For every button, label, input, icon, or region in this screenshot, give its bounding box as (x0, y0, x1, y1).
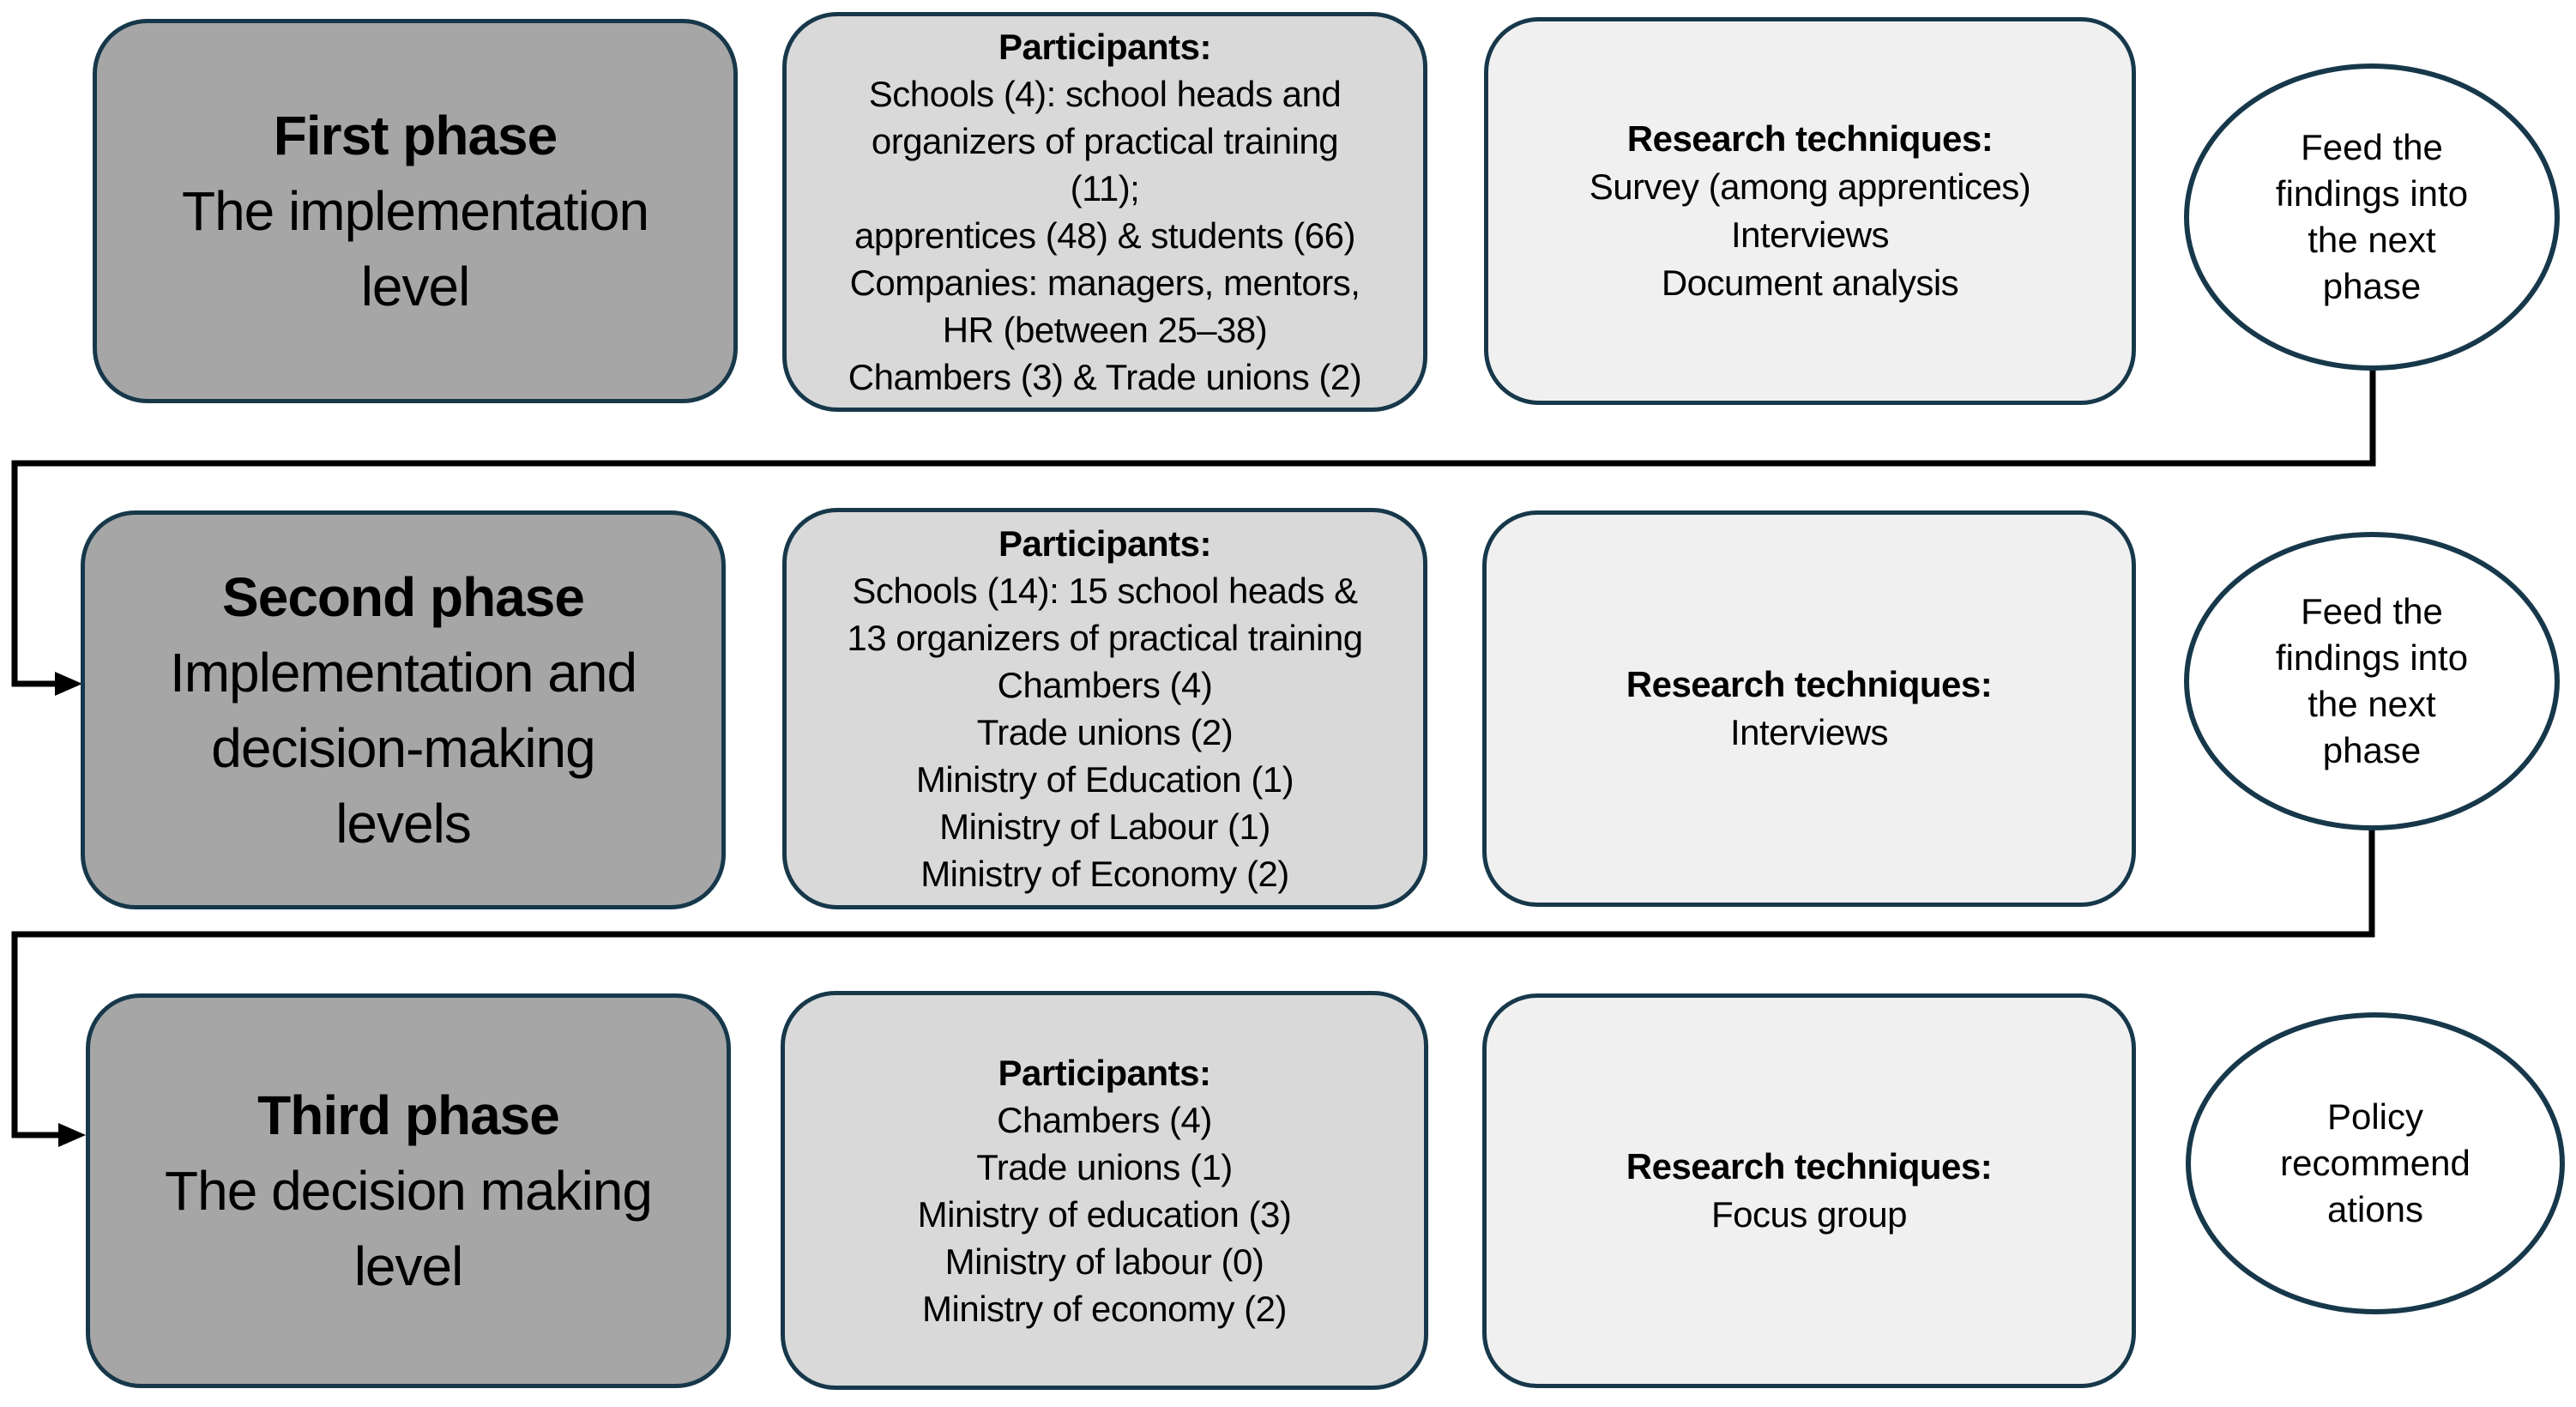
text-line: findings into (2275, 173, 2469, 214)
text-line: (11); (1070, 168, 1140, 208)
text-line: levels (335, 792, 472, 854)
text-line: Survey (among apprentices) (1589, 166, 2031, 207)
arrowhead-into-phase2 (55, 672, 82, 696)
outcome-text: Policy recommend ations (2280, 1094, 2470, 1233)
text-line: Trade unions (1) (976, 1146, 1233, 1187)
text-line: Ministry of Labour (1) (939, 806, 1270, 847)
text-line: Policy (2326, 1096, 2424, 1137)
research-heading: Research techniques: (1626, 664, 1993, 704)
connector-phase1-to-phase2 (11, 369, 2376, 687)
phase-subtitle: The decision making level (165, 1153, 653, 1304)
text-line: ations (2326, 1189, 2424, 1229)
research-list: Focus group (1711, 1191, 1907, 1239)
text-line: Feed the (2301, 591, 2443, 631)
text-line: Feed the (2301, 127, 2443, 167)
phase-subtitle: Implementation and decision-making levels (169, 635, 637, 861)
outcome-text: Feed the findings into the next phase (2276, 124, 2468, 310)
participants-box-first: Participants: Schools (4): school heads … (782, 12, 1427, 412)
outcome-text: Feed the findings into the next phase (2276, 589, 2468, 774)
text-line: Ministry of Economy (2) (920, 854, 1289, 894)
outcome-ellipse-first: Feed the findings into the next phase (2184, 63, 2560, 371)
connector-phase2-to-phase3 (11, 829, 2375, 1138)
text-line: Interviews (1729, 712, 1889, 752)
phase-title: Third phase (257, 1084, 560, 1146)
phase-subtitle: The implementation level (182, 173, 649, 324)
phase-box-first: First phase The implementation level (93, 19, 738, 403)
research-heading: Research techniques: (1626, 118, 1994, 159)
text-line: Chambers (4) (997, 1099, 1212, 1140)
participants-heading: Participants: (998, 523, 1211, 564)
text-line: organizers of practical training (871, 121, 1339, 161)
phase-title: First phase (273, 105, 558, 166)
text-line: apprentices (48) & students (66) (854, 215, 1355, 256)
text-line: Trade unions (2) (976, 712, 1234, 752)
participants-list: Schools (4): school heads and organizers … (848, 70, 1362, 401)
text-line: Focus group (1711, 1194, 1907, 1235)
text-line: Ministry of education (3) (917, 1193, 1292, 1235)
text-line: Ministry of Education (1) (915, 759, 1294, 800)
research-heading: Research techniques: (1626, 1146, 1993, 1187)
research-box-first: Research techniques: Survey (among appre… (1484, 17, 2136, 405)
research-box-second: Research techniques: Interviews (1482, 510, 2136, 907)
outcome-ellipse-second: Feed the findings into the next phase (2184, 532, 2560, 830)
text-line: Chambers (4) (997, 665, 1213, 705)
text-line: 13 organizers of practical training (847, 618, 1363, 658)
phase-box-second: Second phase Implementation and decision-… (81, 510, 726, 909)
text-line: Ministry of economy (2) (922, 1288, 1287, 1329)
text-line: Chambers (3) & Trade unions (2) (848, 357, 1362, 397)
text-line: the next (2308, 684, 2436, 724)
text-line: Ministry of labour (0) (944, 1241, 1264, 1282)
text-line: the next (2308, 220, 2436, 260)
participants-list: Chambers (4) Trade unions (1) Ministry of … (918, 1096, 1292, 1332)
participants-box-second: Participants: Schools (14): 15 school he… (782, 508, 1427, 909)
text-line: Interviews (1730, 214, 1890, 255)
text-line: decision-making (211, 716, 595, 779)
text-line: The decision making (165, 1160, 653, 1222)
text-line: Companies: managers, mentors, (849, 263, 1360, 303)
research-box-third: Research techniques: Focus group (1482, 993, 2136, 1388)
text-line: level (360, 256, 471, 317)
participants-list: Schools (14): 15 school heads & 13 organi… (847, 567, 1363, 897)
text-line: recommend (2280, 1143, 2470, 1183)
text-line: phase (2322, 730, 2422, 770)
text-line: HR (between 25–38) (942, 310, 1268, 350)
text-line: Schools (14): 15 school heads & (852, 571, 1358, 611)
text-line: Schools (4): school heads and (868, 74, 1342, 114)
text-line: The implementation (181, 180, 649, 242)
phase-box-third: Third phase The decision making level (86, 993, 731, 1388)
text-line: findings into (2275, 637, 2469, 678)
arrowhead-into-phase3 (58, 1123, 86, 1147)
outcome-ellipse-third: Policy recommend ations (2186, 1012, 2565, 1314)
text-line: phase (2322, 266, 2422, 306)
participants-box-third: Participants: Chambers (4) Trade unions (… (781, 991, 1428, 1390)
participants-heading: Participants: (998, 1052, 1211, 1093)
participants-heading: Participants: (998, 27, 1211, 67)
phase-title: Second phase (222, 565, 585, 628)
text-line: Implementation and (169, 641, 637, 704)
text-line: Document analysis (1661, 263, 1959, 303)
research-list: Interviews (1729, 709, 1889, 757)
text-line: level (353, 1235, 464, 1297)
